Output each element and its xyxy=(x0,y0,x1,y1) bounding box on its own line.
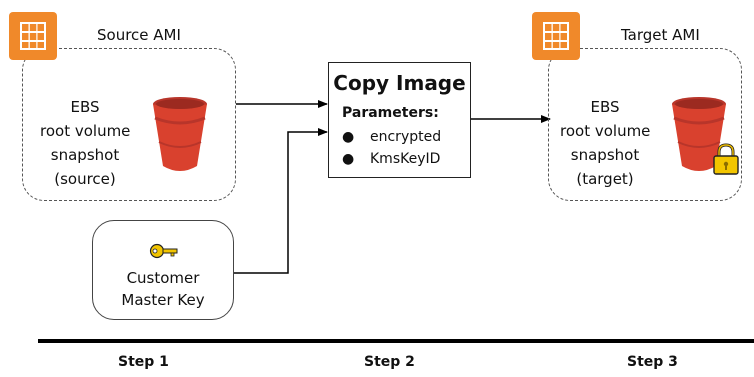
lock-icon xyxy=(713,143,739,175)
arrow-key-to-copy xyxy=(234,128,328,274)
source-ami-group xyxy=(22,48,236,201)
step-3-label: Step 3 xyxy=(627,354,678,370)
source-volume-text: EBS root volume snapshot (source) xyxy=(40,95,130,191)
customer-master-key-box: Customer Master Key xyxy=(92,220,234,320)
bullet: ● xyxy=(342,151,355,167)
param-item: ● KmsKeyID xyxy=(342,151,440,167)
target-volume-line4: (target) xyxy=(576,170,634,188)
target-volume-line2: root volume xyxy=(560,122,651,140)
copy-image-title: Copy Image xyxy=(333,71,466,95)
copy-image-box: Copy Image Parameters: ● encrypted ● KmsKe… xyxy=(328,62,471,178)
step-2-label: Step 2 xyxy=(364,354,415,370)
source-volume-line2: root volume xyxy=(40,122,131,140)
param-item: ● encrypted xyxy=(342,129,441,145)
bucket-icon xyxy=(672,97,726,171)
key-line1: Customer xyxy=(126,269,200,287)
param-encrypted: encrypted xyxy=(370,129,442,145)
parameters-label: Parameters: xyxy=(342,105,439,121)
bucket-icon xyxy=(153,97,207,171)
ami-icon xyxy=(9,12,57,60)
target-volume-line3: snapshot xyxy=(570,146,640,164)
key-line2: Master Key xyxy=(121,291,205,309)
target-ami-title: Target AMI xyxy=(621,26,700,44)
ami-icon xyxy=(532,12,580,60)
target-volume-line1: EBS xyxy=(590,98,620,116)
param-kmskeyid: KmsKeyID xyxy=(370,151,441,167)
source-volume-line1: EBS xyxy=(70,98,100,116)
target-volume-text: EBS root volume snapshot (target) xyxy=(560,95,650,191)
key-text: Customer Master Key xyxy=(93,267,233,311)
source-volume-line3: snapshot xyxy=(50,146,120,164)
source-ami-title: Source AMI xyxy=(97,26,181,44)
bullet: ● xyxy=(342,129,355,145)
key-icon xyxy=(149,243,178,259)
target-ami-group xyxy=(548,48,742,201)
source-volume-line4: (source) xyxy=(54,170,116,188)
step-1-label: Step 1 xyxy=(118,354,169,370)
